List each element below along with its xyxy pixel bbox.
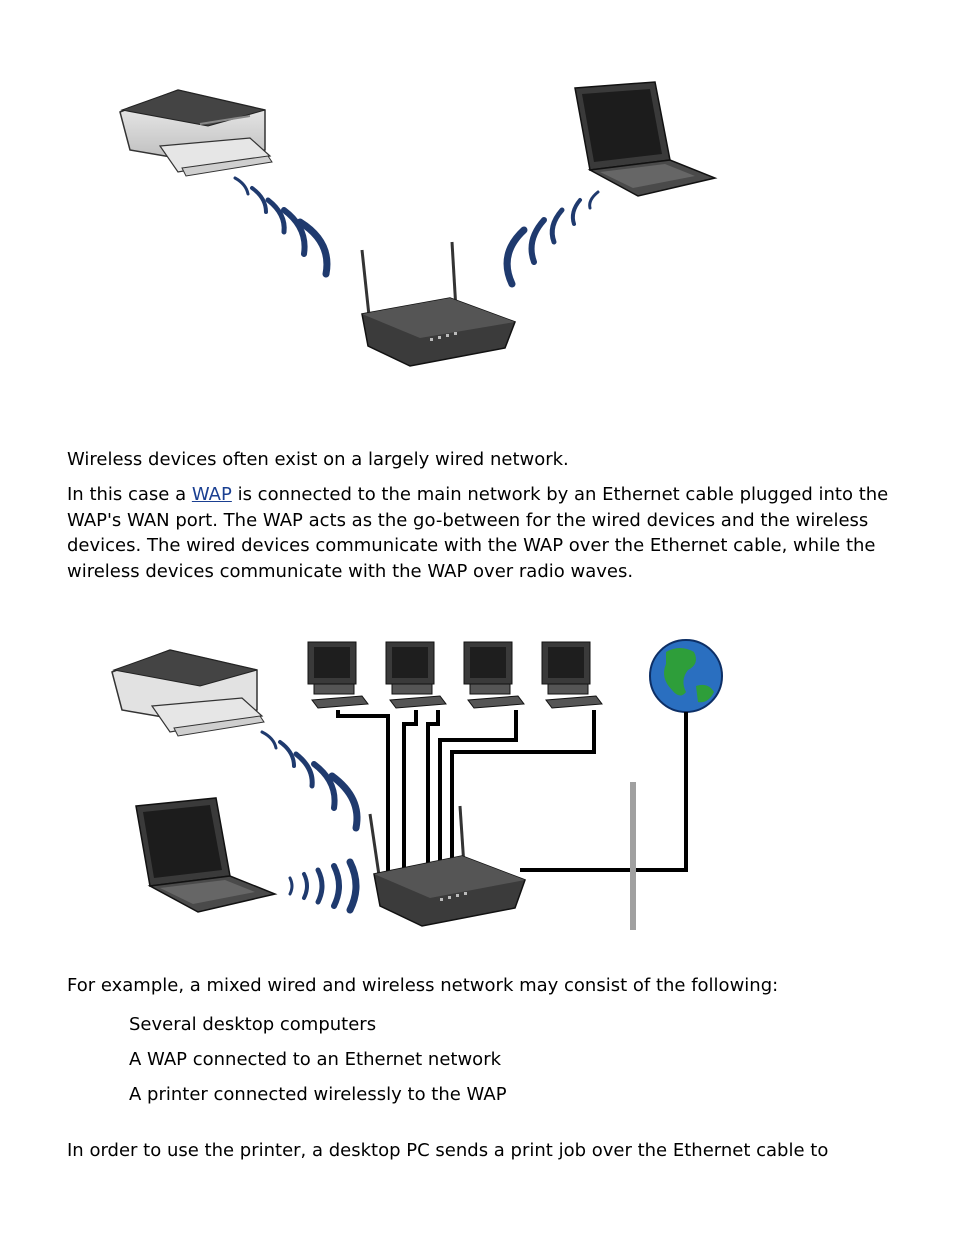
paragraph-text: is connected to the main network by an E… [67, 484, 889, 583]
wireless-network-figure [100, 70, 740, 380]
paragraph-mixed-network-intro: For example, a mixed wired and wireless … [67, 975, 779, 996]
laptop-image [135, 797, 278, 913]
desktop-computer-2 [385, 641, 447, 709]
mixed-network-figure [100, 630, 740, 940]
laptop-signal-waves [288, 858, 360, 914]
list-item: Several desktop computers [129, 1014, 377, 1035]
laptop-signal-waves [503, 190, 600, 288]
list-item: A WAP connected to an Ethernet network [129, 1049, 502, 1070]
printer-signal-waves [233, 176, 331, 278]
paragraph-text: In this case a [67, 484, 192, 505]
paragraph-print-job: In order to use the printer, a desktop P… [67, 1140, 829, 1161]
desktop-computer-3 [463, 641, 525, 709]
printer-image [111, 649, 265, 737]
wap-link[interactable]: WAP [191, 484, 232, 505]
desktop-computer-4 [541, 641, 603, 709]
paragraph-wap-explanation: In this case a WAP is connected to the m… [67, 482, 897, 585]
wireless-access-point-image [368, 805, 526, 927]
list-item: A printer connected wirelessly to the WA… [129, 1084, 507, 1105]
desktop-computer-1 [307, 641, 369, 709]
printer-image [119, 89, 273, 177]
globe-icon [649, 639, 723, 713]
wireless-access-point-image [360, 241, 516, 367]
paragraph-wireless-devices: Wireless devices often exist on a largel… [67, 449, 569, 470]
ethernet-cables [336, 710, 688, 880]
network-components-list: Several desktop computers A WAP connecte… [129, 1012, 507, 1117]
laptop-image [574, 81, 718, 197]
printer-signal-waves [260, 730, 361, 832]
